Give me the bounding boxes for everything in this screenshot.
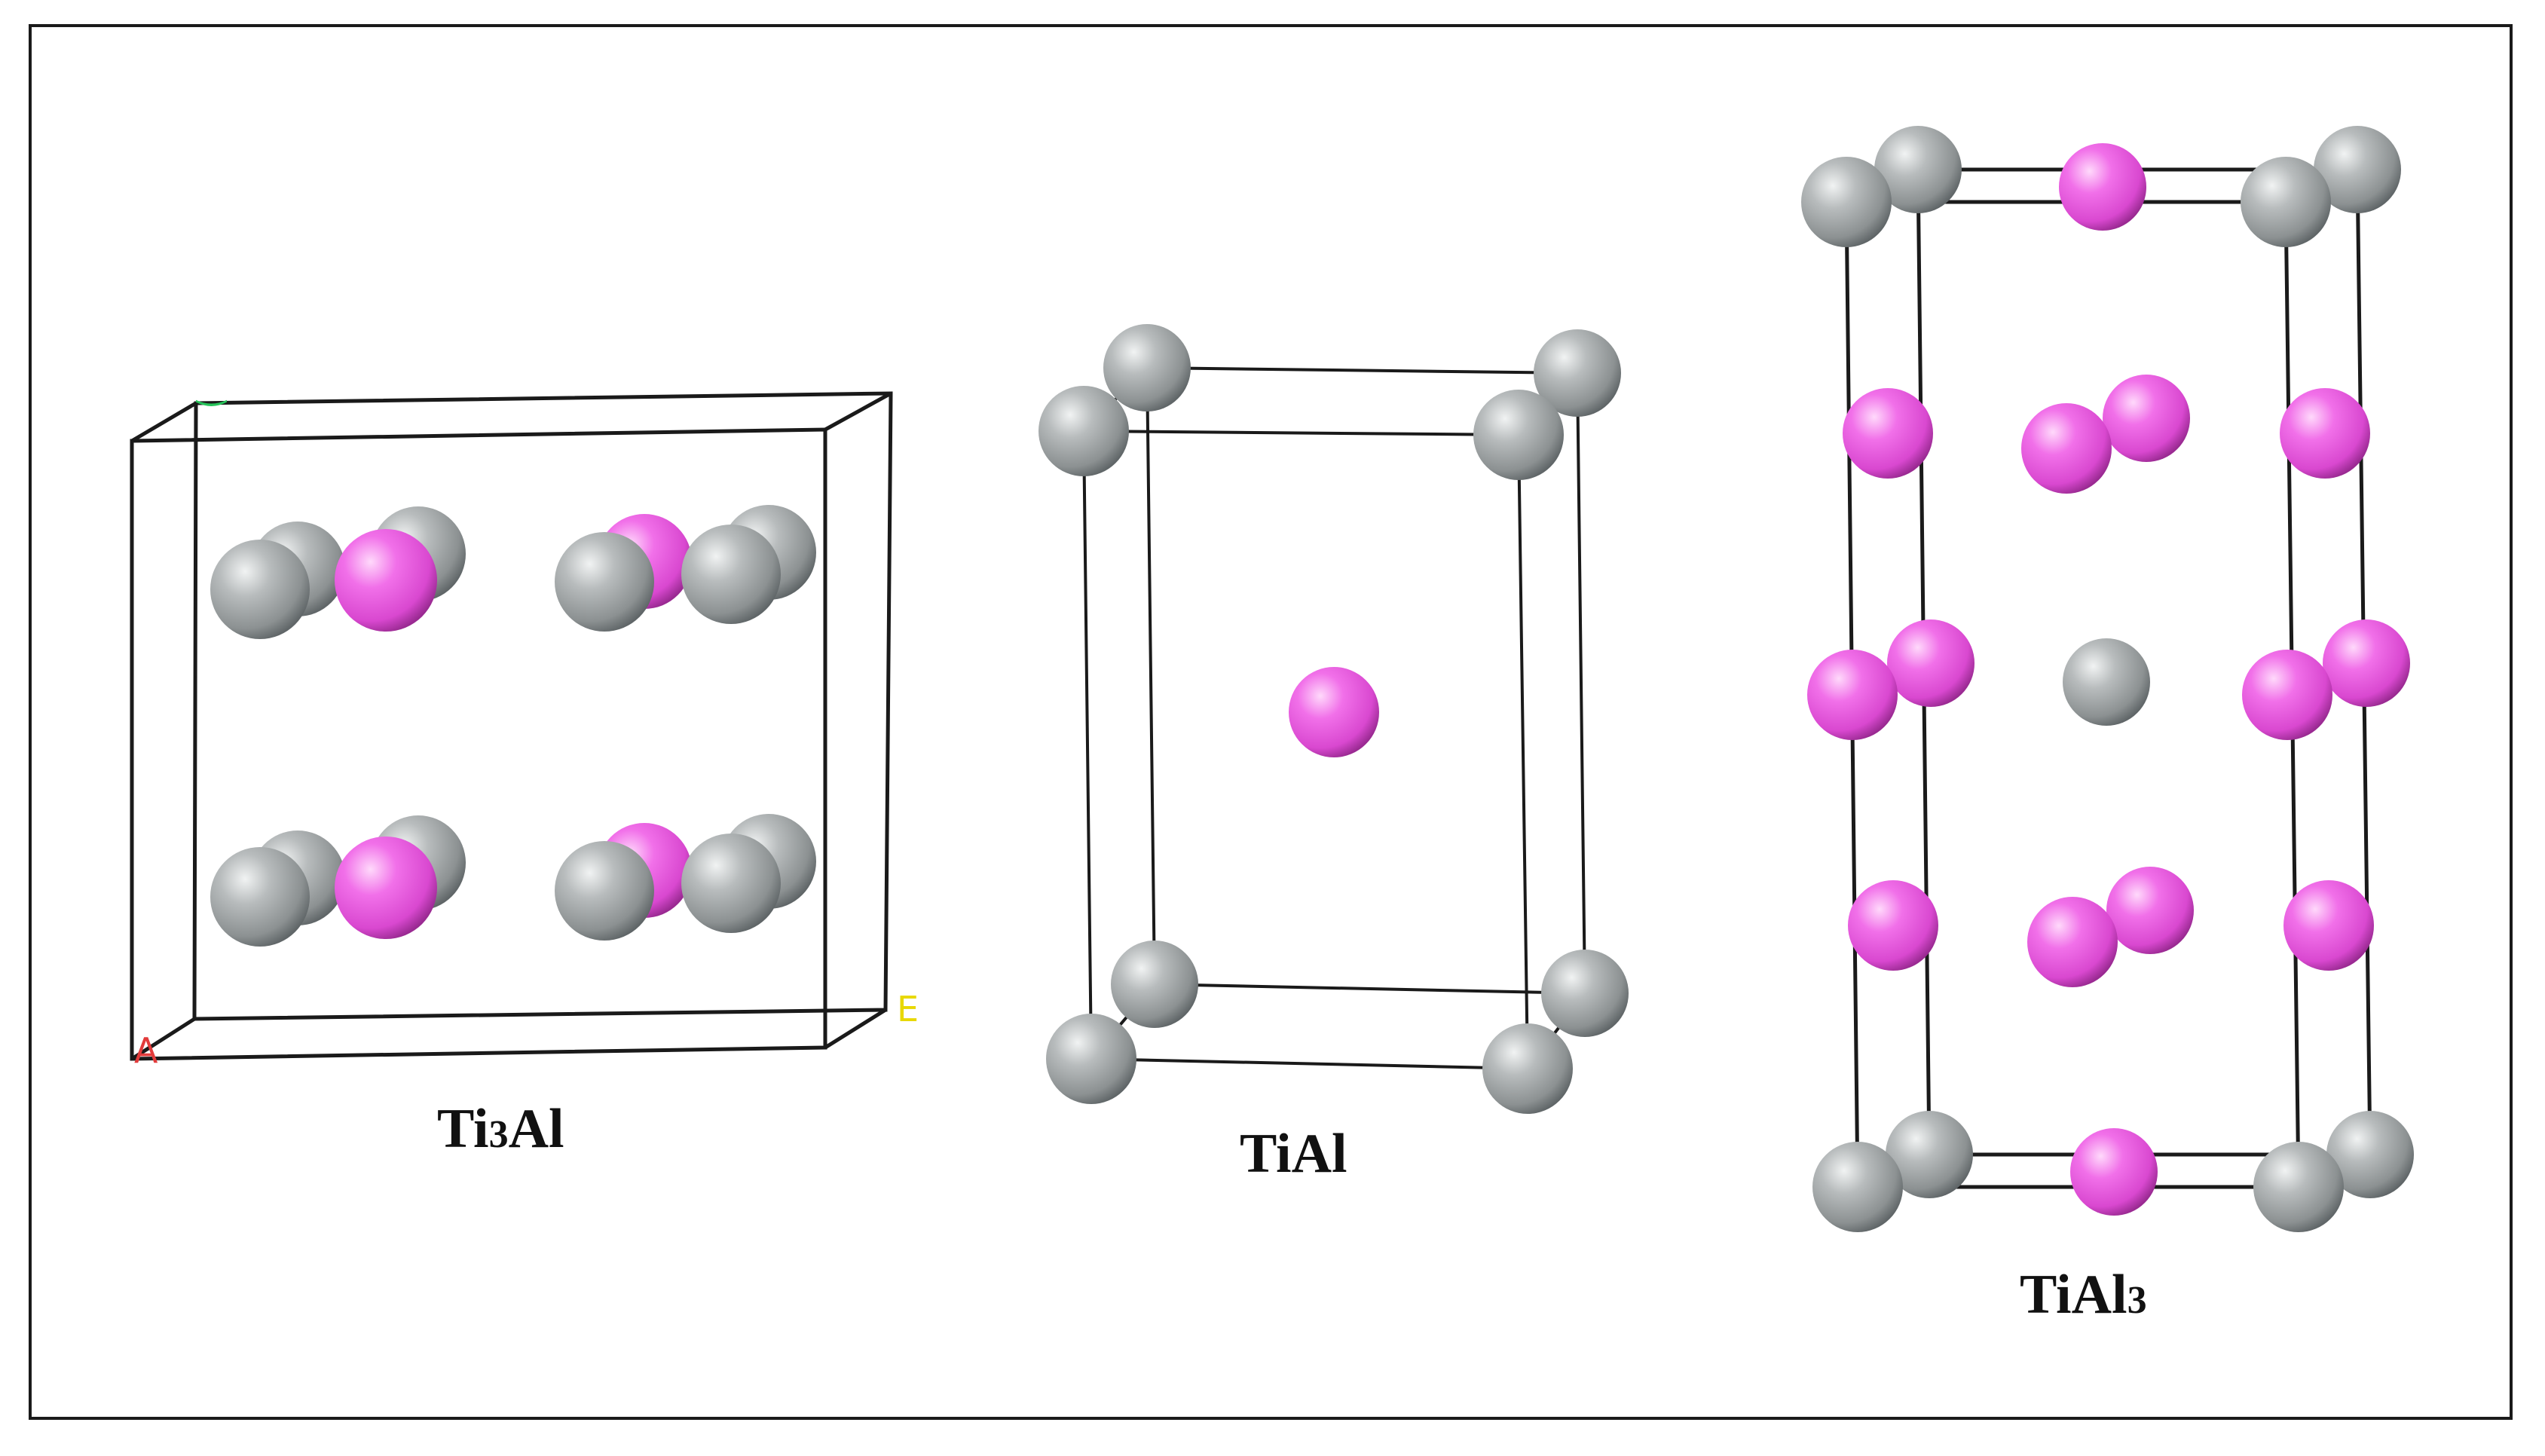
- ti-atom: [1801, 157, 1892, 247]
- structure-tial3: TiAl3: [1801, 126, 2414, 1326]
- axis-b-marker: E: [897, 989, 919, 1029]
- tial3-label: TiAl3: [2020, 1264, 2147, 1326]
- tial-label: TiAl: [1240, 1123, 1347, 1185]
- ti-atom: [2063, 638, 2150, 726]
- ti3al-label: Ti3Al: [437, 1098, 564, 1160]
- al-atom: [2283, 880, 2374, 971]
- al-atom: [1843, 388, 1933, 479]
- al-atom: [2059, 143, 2146, 231]
- al-atom: [1289, 667, 1379, 757]
- tial3-atoms: [1801, 126, 2414, 1232]
- axis-a-marker: A: [134, 1030, 158, 1071]
- ti3al-unit-cell: [130, 391, 893, 1061]
- structure-ti3al: A E ‿ Ti3Al: [130, 366, 919, 1160]
- al-atom: [2323, 619, 2410, 707]
- ti3al-atoms: [210, 505, 816, 947]
- ti-atom: [2253, 1142, 2344, 1232]
- ti-atom: [1541, 950, 1629, 1037]
- structure-tial: TiAl: [1038, 324, 1629, 1185]
- axis-c-marker: ‿: [196, 366, 227, 406]
- al-atom: [1848, 880, 1938, 971]
- al-atom: [2242, 650, 2332, 740]
- al-atom: [2103, 375, 2190, 462]
- ti-atom: [555, 841, 654, 941]
- ti-atom: [2314, 126, 2401, 213]
- ti-atom: [555, 532, 654, 632]
- al-atom: [2070, 1128, 2158, 1216]
- ti-atom: [1812, 1142, 1903, 1232]
- al-atom: [2027, 897, 2118, 987]
- al-atom: [2280, 388, 2370, 479]
- ti-atom: [1103, 324, 1191, 411]
- figure-frame: [29, 24, 2513, 1420]
- ti-atom: [1886, 1111, 1973, 1198]
- ti-atom: [2241, 157, 2331, 247]
- ti-atom: [2326, 1111, 2414, 1198]
- ti-atom: [1111, 941, 1198, 1028]
- ti-atom: [1534, 329, 1621, 417]
- ti-atom: [1046, 1014, 1136, 1104]
- al-atom: [335, 529, 437, 632]
- ti-atom: [1473, 390, 1564, 480]
- ti-atom: [210, 847, 310, 947]
- tial-atoms: [1038, 324, 1629, 1114]
- ti-atom: [1038, 386, 1129, 476]
- al-atom: [2021, 403, 2112, 494]
- al-atom: [1807, 650, 1898, 740]
- al-atom: [2106, 867, 2194, 954]
- al-atom: [1887, 619, 1975, 707]
- ti-atom: [681, 834, 781, 933]
- ti-atom: [681, 525, 781, 624]
- ti-atom: [210, 540, 310, 639]
- ti-atom: [1874, 126, 1962, 213]
- ti-atom: [1482, 1023, 1573, 1114]
- al-atom: [335, 837, 437, 939]
